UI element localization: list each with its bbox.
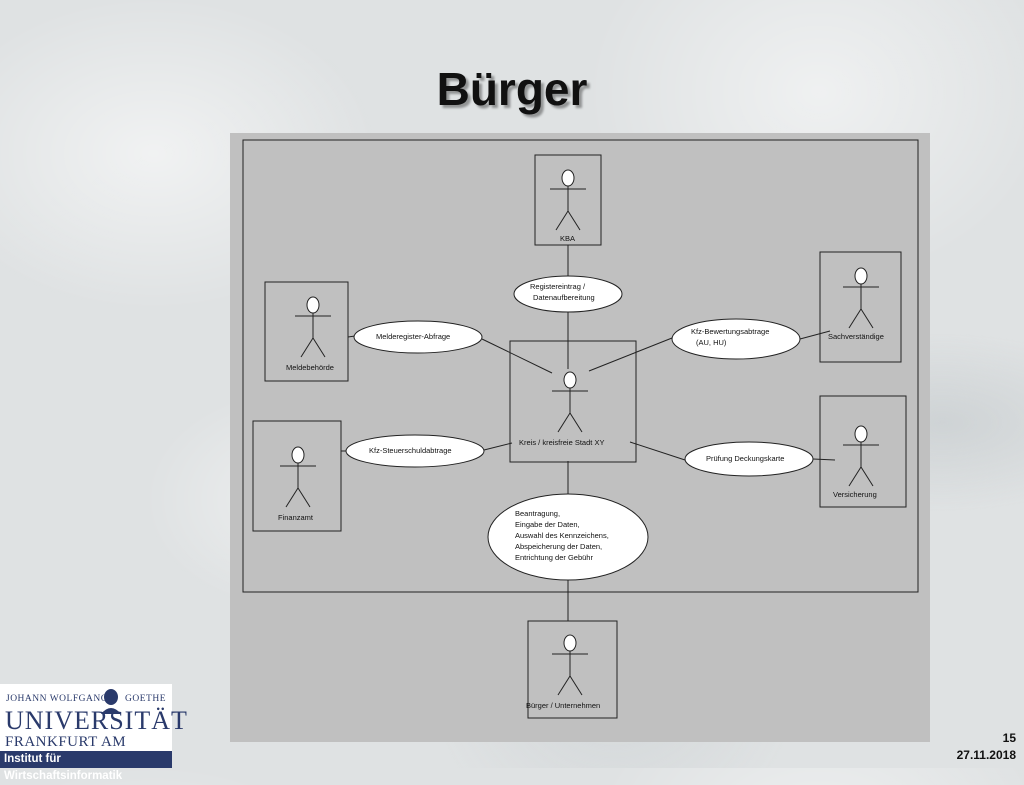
actor-label-buerger: Bürger / Unternehmen: [526, 701, 600, 710]
logo-line-institut: Institut für Wirtschaftsinformatik: [0, 751, 172, 782]
usecase-pruefung: [684, 441, 814, 477]
slide-date: 27.11.2018: [956, 748, 1016, 762]
actor-icon-sachverstaendige: [843, 267, 879, 329]
university-logo: JOHANN WOLFGANG GOETHE UNIVERSITÄT FRANK…: [0, 684, 187, 782]
actor-label-finanzamt: Finanzamt: [278, 513, 314, 522]
usecase-label-pruefung: Prüfung Deckungskarte: [706, 454, 784, 463]
usecase-label-registereintrag-1: Registereintrag /: [530, 282, 586, 291]
usecase-label-kfz-bewertung-2: (AU, HU): [696, 338, 727, 347]
usecase-beantragung: [487, 493, 649, 581]
actor-icon-buerger: [552, 634, 588, 696]
system-boundary: [242, 139, 919, 593]
actor-icon-kba: [550, 169, 586, 231]
logo-line-johann-wolfgang: JOHANN WOLFGANG: [6, 694, 109, 704]
actor-box-versicherung: [819, 395, 907, 508]
actor-icon-finanzamt: [280, 446, 316, 508]
actor-label-kba: KBA: [560, 234, 575, 243]
line-center-kfzbewertung: [588, 337, 673, 372]
actor-icon-versicherung: [843, 425, 879, 487]
usecase-registereintrag: [513, 275, 623, 313]
line-steuer-center: [483, 442, 513, 451]
diagram-canvas: KBA Meldebehörde Sachverständige Finanza…: [242, 139, 919, 719]
actor-label-sachverstaendige: Sachverständige: [828, 332, 884, 341]
actor-box-kba: [534, 154, 602, 246]
usecase-kfz-bewertung: [671, 318, 801, 360]
line-melderegister-center: [481, 338, 553, 374]
usecase-label-beantragung-1: Beantragung,: [515, 509, 560, 518]
usecase-label-beantragung-5: Entrichtung der Gebühr: [515, 553, 593, 562]
usecase-label-melderegister: Melderegister-Abfrage: [376, 332, 450, 341]
actor-box-finanzamt: [252, 420, 342, 532]
use-case-diagram: KBA Meldebehörde Sachverständige Finanza…: [230, 133, 930, 742]
usecase-label-kfz-steuer: Kfz-Steuerschuldabtrage: [369, 446, 452, 455]
line-center-pruefung: [629, 441, 686, 461]
logo-line-goethe: GOETHE: [125, 694, 166, 704]
system-actor-box: [509, 340, 637, 463]
page-number: 15: [1002, 731, 1016, 745]
actor-box-meldebehoerde: [264, 281, 349, 382]
usecase-label-registereintrag-2: Datenaufbereitung: [533, 293, 595, 302]
logo-line-universitaet: UNIVERSITÄT: [5, 706, 188, 735]
actor-box-buerger: [527, 620, 618, 719]
actor-label-versicherung: Versicherung: [833, 490, 877, 499]
usecase-label-beantragung-3: Auswahl des Kennzeichens,: [515, 531, 609, 540]
actor-icon-system: [552, 371, 588, 433]
line-kfzbewertung-sachverstaendige: [799, 330, 831, 340]
line-pruefung-versicherung: [812, 458, 836, 461]
actor-box-sachverstaendige: [819, 251, 902, 363]
actor-icon-meldebehoerde: [295, 296, 331, 358]
usecase-label-beantragung-2: Eingabe der Daten,: [515, 520, 580, 529]
goethe-portrait-icon: [101, 689, 121, 714]
slide-title: Bürger: [436, 63, 588, 115]
actor-label-meldebehoerde: Meldebehörde: [286, 363, 334, 372]
usecase-kfz-steuer: [345, 434, 485, 468]
system-label: Kreis / kreisfreie Stadt XY: [519, 438, 604, 447]
usecase-label-beantragung-4: Abspeicherung der Daten,: [515, 542, 602, 551]
association-lines: [341, 245, 836, 621]
usecase-label-kfz-bewertung-1: Kfz-Bewertungsabtrage: [691, 327, 769, 336]
usecase-melderegister: [353, 320, 483, 354]
